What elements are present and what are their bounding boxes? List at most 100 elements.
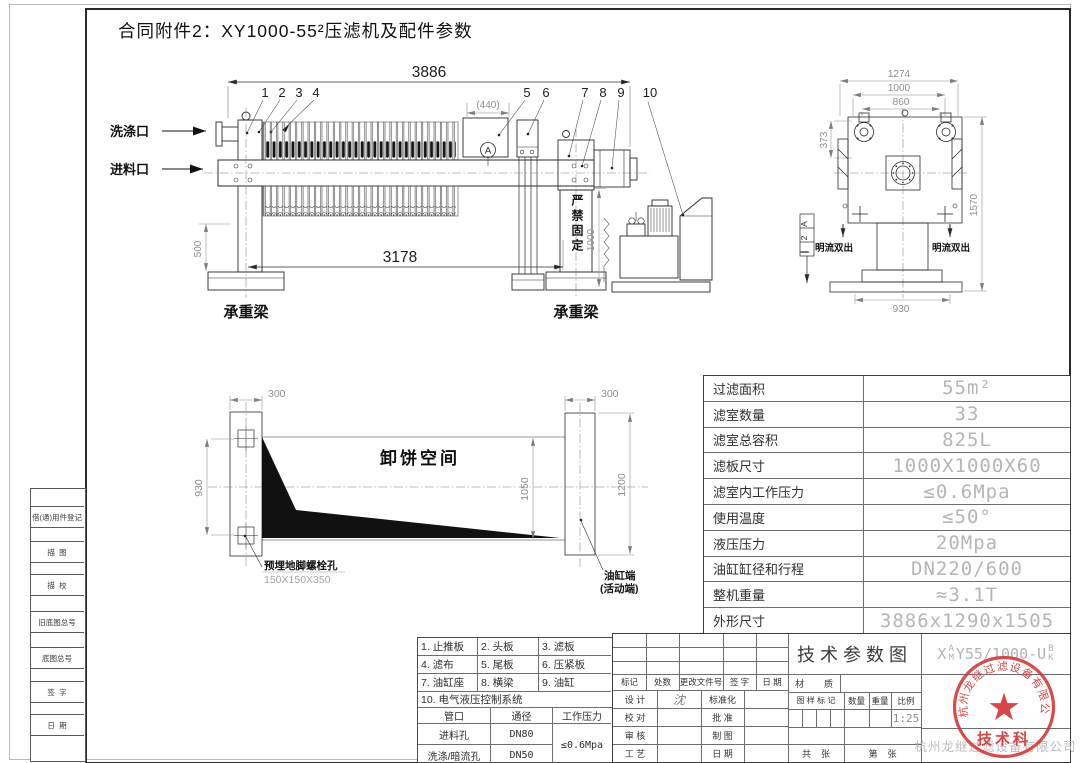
- wash-port-label: 洗涤口: [110, 124, 149, 139]
- param-label: 滤室数量: [704, 401, 864, 427]
- role-approve: 批 准: [712, 712, 733, 723]
- param-label: 液压压力: [704, 530, 864, 556]
- callout-3: 3: [295, 85, 302, 100]
- port-header-size: 通径: [491, 708, 553, 724]
- model-mid: Y55/1000-U: [955, 645, 1047, 663]
- cake-space-label: 卸饼空间: [380, 448, 460, 468]
- param-value: DN220/600: [911, 557, 1023, 580]
- rev-col-mark: 标记: [620, 677, 638, 687]
- dim-overall: 3886: [412, 64, 446, 81]
- rev-col-date: 日 期: [762, 677, 782, 687]
- dim-860: 860: [893, 97, 910, 108]
- param-label: 使用温度: [704, 504, 864, 530]
- param-value: ≈3.1T: [935, 583, 999, 606]
- stamp-dept: 技术科: [977, 730, 1031, 748]
- dim-1570: 1570: [969, 193, 980, 216]
- table-row: 外形尺寸 3886x1290x1505: [704, 608, 1070, 633]
- qty-label: 数量: [847, 695, 865, 706]
- tolerance-value: 2: [799, 235, 809, 240]
- param-value: 825L: [942, 428, 992, 451]
- model-variant-b: B: [1048, 644, 1054, 654]
- rev-col-count: 处数: [653, 677, 671, 687]
- parts-list-table: 1. 止推板 2. 头板 3. 滤板 4. 滤布 5. 尾板 6. 压紧板 7.…: [417, 637, 614, 763]
- part-item: 8. 横梁: [478, 674, 539, 692]
- dim-1000: 1000: [586, 228, 597, 251]
- role-process: 工 艺: [624, 748, 646, 759]
- callout-9: 9: [617, 85, 624, 100]
- bolt-hole-label: 预埋地脚螺栓孔: [264, 559, 338, 572]
- callout-4: 4: [312, 85, 319, 100]
- param-label: 外形尺寸: [704, 608, 864, 633]
- dim-1274: 1274: [888, 69, 911, 80]
- part-item: 5. 尾板: [478, 656, 539, 674]
- port-size: DN80: [491, 724, 553, 745]
- model-variant-k: K: [1048, 653, 1054, 663]
- beam-label-left: 承重梁: [223, 303, 269, 321]
- model-variant-m: M: [948, 653, 954, 663]
- stamp-star-icon: ★: [987, 687, 1021, 729]
- callout-7: 7: [581, 85, 588, 100]
- design-signature: 沈: [672, 692, 685, 707]
- margin-label-old-no: 旧底图总号: [30, 611, 84, 633]
- dim-930: 930: [193, 479, 205, 497]
- table-row: 使用温度 ≤50°: [704, 504, 1070, 531]
- param-label: 滤室内工作压力: [704, 479, 864, 504]
- callout-8: 8: [599, 85, 606, 100]
- margin-label-trace: 描 图: [30, 541, 84, 563]
- param-value: 20Mpa: [935, 532, 999, 555]
- role-check: 校 对: [624, 712, 646, 723]
- param-label: 油缸缸径和行程: [704, 556, 864, 582]
- model-stack-2: B K: [1048, 645, 1053, 663]
- sheet-index: 第 张: [868, 748, 897, 759]
- cylinder-end-label: 油缸端: [604, 569, 636, 582]
- scale-label: 比例: [897, 695, 915, 706]
- param-value: ≤0.6Mpa: [923, 480, 1011, 503]
- dim-300-left: 300: [268, 388, 286, 400]
- part-item: 9. 油缸: [539, 674, 611, 692]
- param-value: ≤50°: [942, 506, 992, 529]
- scale-value: 1:25: [892, 711, 920, 725]
- table-row: 滤室总容积 825L: [704, 427, 1070, 454]
- weight-label: 重量: [871, 695, 889, 706]
- title-block: 标记 处数 更改文件号 签 字 日 期 设 计 校 对 审 核 工 艺 沈 标准…: [612, 633, 1076, 763]
- margin-label-trace-check: 描 校: [30, 574, 84, 596]
- model-variant-a: A: [948, 644, 954, 654]
- tolerance-symbol: ∥: [799, 250, 809, 254]
- dim-930-end: 930: [893, 304, 910, 315]
- param-label: 滤室总容积: [704, 427, 864, 453]
- dim-1050: 1050: [519, 477, 531, 501]
- rev-col-docno: 更改文件号: [679, 677, 723, 687]
- callout-6: 6: [542, 85, 549, 100]
- rev-col-sign: 签 字: [729, 677, 750, 687]
- param-value: 3886x1290x1505: [879, 609, 1055, 632]
- detail-mark-a: A: [485, 146, 492, 157]
- mark-label: 图 样 标 记: [796, 696, 836, 705]
- port-name: 洗涤/暗流孔: [418, 745, 491, 763]
- table-row: 油缸缸径和行程 DN220/600: [704, 556, 1070, 583]
- table-row: 液压压力 20Mpa: [704, 530, 1070, 557]
- tolerance-datum: A: [799, 221, 809, 227]
- param-label: 整机重量: [704, 582, 864, 608]
- role-design: 设 计: [624, 694, 646, 705]
- margin-label-date: 日 期: [30, 714, 84, 736]
- table-row: 滤室内工作压力 ≤0.6Mpa: [704, 479, 1070, 505]
- port-header-pressure: 工作压力: [553, 708, 611, 724]
- port-header-name: 管口: [418, 708, 491, 724]
- callout-10: 10: [643, 85, 657, 100]
- end-view: 1274 1000 860 373: [799, 69, 987, 315]
- outlet-label-right: 明流双出: [932, 242, 970, 254]
- margin-label-base-no: 底图总号: [30, 647, 84, 669]
- margin-register-block: 借(通)用件登记 描 图 描 校 旧底图总号 底图总号 签 字 日 期: [30, 488, 86, 762]
- parts-grid: 1. 止推板 2. 头板 3. 滤板 4. 滤布 5. 尾板 6. 压紧板 7.…: [418, 638, 613, 692]
- param-value: 55m²: [942, 377, 992, 400]
- cylinder-end-note: (活动端): [600, 582, 639, 595]
- port-name: 进料孔: [418, 724, 491, 745]
- table-row: 整机重量 ≈3.1T: [704, 582, 1070, 609]
- outlet-label-left: 明流双出: [815, 242, 853, 254]
- port-table: 管口 通径 工作压力 进料孔 DN80 ≤0.6Mpa 洗涤/暗流孔 DN50: [418, 708, 613, 763]
